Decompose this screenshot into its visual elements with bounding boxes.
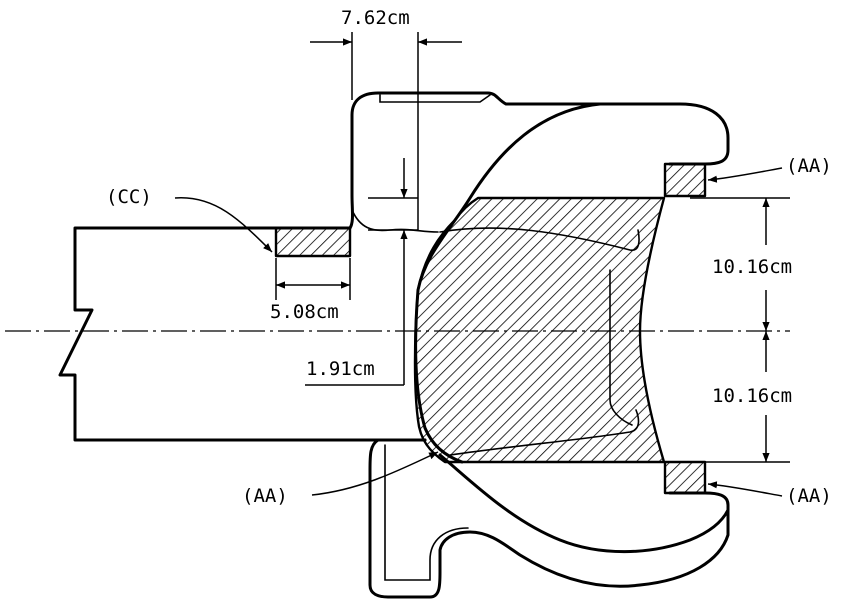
upper-casting-hub xyxy=(379,94,491,103)
dim-offset-label: 1.91cm xyxy=(306,358,375,380)
weld-fusion-line-upper xyxy=(439,227,640,251)
pipe-outline xyxy=(58,226,427,442)
central-weld-zone xyxy=(413,196,666,464)
callout-aa-lower-right-label: (AA) xyxy=(786,485,832,507)
callout-cc-label: (CC) xyxy=(106,186,152,208)
weld-fusion-line-right xyxy=(609,269,633,426)
weld-cc xyxy=(274,226,352,258)
callout-cc-leader xyxy=(174,197,273,253)
weld-aa-lower-right xyxy=(663,460,707,495)
lower-casting-inner-curve xyxy=(438,453,730,554)
upper-casting-outline xyxy=(348,91,730,230)
dim-lower-half-label: 10.16cm xyxy=(712,385,792,407)
lower-casting-pocket xyxy=(384,444,469,581)
callout-aa-lower-left-leader xyxy=(311,451,439,496)
lower-casting-outline xyxy=(368,438,730,599)
callout-aa-upper-right-leader xyxy=(707,167,783,183)
callout-aa-lower-right-leader xyxy=(707,481,783,497)
upper-casting-fillet xyxy=(351,209,439,233)
callout-aa-upper-right-label: (AA) xyxy=(786,155,832,177)
dim-left-width-label: 5.08cm xyxy=(270,301,339,323)
callout-aa-lower-left-label: (AA) xyxy=(242,485,288,507)
dim-top-width-label: 7.62cm xyxy=(341,7,410,29)
weld-aa-upper-right xyxy=(663,162,707,198)
dim-upper-half-label: 10.16cm xyxy=(712,256,792,278)
weld-fusion-line-lower xyxy=(449,409,640,456)
